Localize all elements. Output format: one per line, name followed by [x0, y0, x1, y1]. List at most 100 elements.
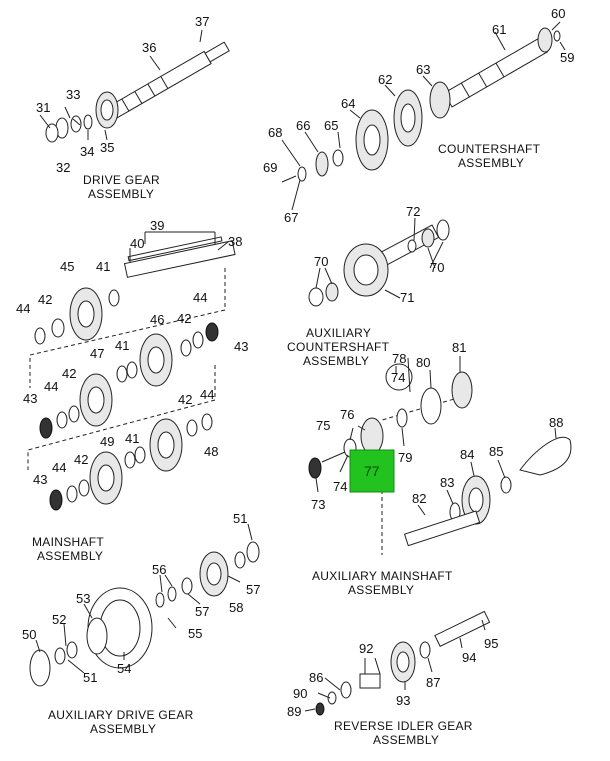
callout-95: 95	[484, 636, 498, 651]
callout-74-circle	[385, 363, 413, 391]
callout-42e: 42	[74, 452, 88, 467]
callout-85: 85	[489, 444, 503, 459]
callout-88: 88	[549, 415, 563, 430]
callout-40: 40	[130, 236, 144, 251]
callout-71: 71	[400, 290, 414, 305]
callout-75: 75	[316, 418, 330, 433]
callout-51b: 51	[83, 670, 97, 685]
callout-94: 94	[462, 650, 476, 665]
callout-72: 72	[406, 204, 420, 219]
callout-70a: 70	[314, 254, 328, 269]
countershaft-bearing	[537, 27, 553, 53]
callout-59: 59	[560, 50, 574, 65]
callout-51a: 51	[233, 511, 247, 526]
caption-reverse-idler-line2: ASSEMBLY	[373, 733, 439, 747]
callout-64: 64	[341, 96, 355, 111]
callout-81: 81	[452, 340, 466, 355]
callout-43a: 43	[234, 339, 248, 354]
callout-67: 67	[284, 210, 298, 225]
auxiliary-drive-gear-assembly: 51 56 57 57 58 55 53 52 50 51 54 AUXILIA…	[22, 511, 260, 736]
callout-55: 55	[188, 626, 202, 641]
callout-41b: 41	[115, 338, 129, 353]
drive-gear-shaft	[108, 41, 230, 120]
callout-74a: 74	[333, 479, 347, 494]
callout-80: 80	[416, 355, 430, 370]
caption-aux-mainshaft-line1: AUXILIARY MAINSHAFT	[312, 569, 453, 583]
reverse-idler-gear-assembly: 92 93 87 94 95 86 90 89 REVERSE IDLER GE…	[287, 610, 498, 747]
callout-70b: 70	[430, 260, 444, 275]
callout-46: 46	[150, 312, 164, 327]
callout-77: 77	[364, 463, 380, 479]
callout-86: 86	[309, 670, 323, 685]
callout-34: 34	[80, 144, 94, 159]
callout-69: 69	[263, 160, 277, 175]
caption-aux-countershaft-line2: COUNTERSHAFT	[287, 340, 390, 354]
caption-mainshaft-line2: ASSEMBLY	[37, 549, 103, 563]
output-yoke-88	[519, 436, 572, 476]
callout-37: 37	[195, 14, 209, 29]
caption-aux-countershaft-line3: ASSEMBLY	[303, 354, 369, 368]
callout-68: 68	[268, 125, 282, 140]
caption-mainshaft-line1: MAINSHAFT	[32, 535, 104, 549]
callout-42c: 42	[62, 366, 76, 381]
callout-93: 93	[396, 693, 410, 708]
callout-76: 76	[340, 407, 354, 422]
auxiliary-mainshaft-assembly: 78 74 80 81 76 75 79 74 73 82 83 84 85 8…	[308, 340, 572, 597]
callout-48: 48	[204, 444, 218, 459]
countershaft-shaft	[443, 37, 548, 108]
caption-drive-gear-line2: ASSEMBLY	[88, 187, 154, 201]
caption-aux-mainshaft-line2: ASSEMBLY	[348, 583, 414, 597]
drive-gear-assembly: 31 32 33 34 35 36 37 DRIVE GEAR ASSEMBLY	[36, 14, 230, 201]
caption-drive-gear-line1: DRIVE GEAR	[83, 173, 160, 187]
callout-65: 65	[324, 118, 338, 133]
callout-57b: 57	[195, 604, 209, 619]
drive-gear	[45, 91, 119, 143]
mainshaft-shaft	[123, 236, 236, 278]
callout-44d: 44	[200, 387, 214, 402]
aux-mainshaft-bearing-81	[451, 371, 473, 409]
callout-47: 47	[90, 346, 104, 361]
callout-33: 33	[66, 87, 80, 102]
callout-79: 79	[398, 450, 412, 465]
callout-89: 89	[287, 704, 301, 719]
reverse-idler-bearing-92	[359, 673, 381, 689]
callout-82: 82	[412, 491, 426, 506]
callout-57a: 57	[246, 582, 260, 597]
callout-62: 62	[378, 72, 392, 87]
callout-41c: 41	[125, 431, 139, 446]
callout-87: 87	[426, 675, 440, 690]
caption-aux-drive-line2: ASSEMBLY	[90, 722, 156, 736]
callout-38: 38	[228, 234, 242, 249]
callout-84: 84	[460, 447, 474, 462]
callout-45: 45	[60, 259, 74, 274]
callout-63: 63	[416, 62, 430, 77]
callout-44e: 44	[52, 460, 66, 475]
callout-35: 35	[100, 140, 114, 155]
callout-43c: 43	[33, 472, 47, 487]
callout-56: 56	[152, 562, 166, 577]
callout-60: 60	[551, 6, 565, 21]
callout-83: 83	[440, 475, 454, 490]
callout-49: 49	[100, 434, 114, 449]
callout-50: 50	[22, 627, 36, 642]
reverse-idler-shaft	[434, 610, 491, 648]
countershaft-gear-63	[429, 81, 451, 119]
callout-66: 66	[296, 118, 310, 133]
caption-aux-countershaft-line1: AUXILIARY	[306, 326, 371, 340]
aux-mainshaft-gear-76	[360, 417, 384, 455]
caption-aux-drive-line1: AUXILIARY DRIVE GEAR	[48, 708, 194, 722]
countershaft-assembly: 61 60 59 62 63 64 65 66 68 69 67 COUNTER…	[263, 6, 574, 225]
callout-92: 92	[359, 641, 373, 656]
callout-42a: 42	[38, 292, 52, 307]
callout-44b: 44	[193, 290, 207, 305]
caption-reverse-idler-line1: REVERSE IDLER GEAR	[334, 719, 473, 733]
caption-countershaft-line2: ASSEMBLY	[458, 156, 524, 170]
callout-52: 52	[52, 612, 66, 627]
callout-53: 53	[76, 591, 90, 606]
callout-54: 54	[117, 661, 131, 676]
callout-61: 61	[492, 22, 506, 37]
highlighted-part-77[interactable]	[349, 449, 395, 493]
mainshaft-assembly: 40 39 38 45 41 42 44 44 46 42 43 47 41 4…	[16, 218, 248, 563]
callout-42d: 42	[178, 392, 192, 407]
